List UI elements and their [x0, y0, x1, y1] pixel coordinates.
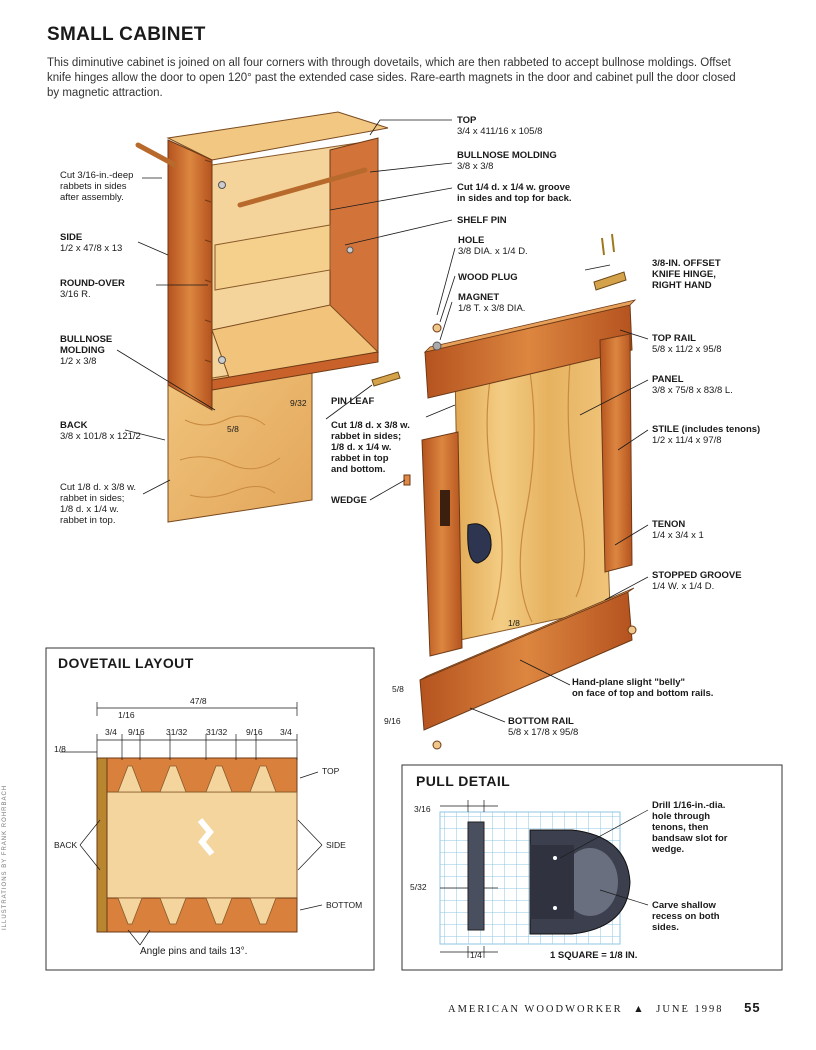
- label-drill: Drill 1/16-in.-dia. hole through tenons,…: [652, 800, 728, 855]
- dim-cabinet-58: 5/8: [227, 424, 239, 434]
- hinge-pin-leaf: [371, 371, 401, 387]
- angle-note: Angle pins and tails 13°.: [140, 946, 248, 957]
- dim-pull-316: 3/16: [414, 804, 431, 814]
- pull-detail-box: [401, 764, 783, 971]
- dim-door-916: 9/16: [384, 716, 401, 726]
- label-bullnose-top: BULLNOSE MOLDING 3/8 x 3/8: [457, 150, 557, 172]
- dim-pull-532: 5/32: [410, 882, 427, 892]
- footer-page: 55: [744, 1000, 761, 1015]
- label-dovetail-side: SIDE: [326, 840, 346, 850]
- label-roundover: ROUND-OVER 3/16 R.: [60, 278, 125, 300]
- dim-5: 9/16: [246, 727, 263, 737]
- label-tenon: TENON 1/4 x 3/4 x 1: [652, 519, 704, 541]
- label-dovetail-back: BACK: [54, 840, 78, 850]
- cabinet-shelf: [214, 224, 331, 291]
- label-panel: PANEL 3/8 x 75/8 x 83/8 L.: [652, 374, 733, 396]
- intro-paragraph: This diminutive cabinet is joined on all…: [47, 57, 736, 99]
- label-magnet: MAGNET 1/8 T. x 3/8 DIA.: [458, 292, 526, 314]
- footer-magazine: AMERICAN WOODWORKER: [448, 1004, 623, 1015]
- label-carve: Carve shallow recess on both sides.: [652, 900, 720, 933]
- door-right-stile: [599, 333, 633, 573]
- label-dovetail-bottom: BOTTOM: [326, 900, 363, 910]
- label-door-rabbet: Cut 1/8 d. x 3/8 w. rabbet in sides; 1/8…: [331, 420, 410, 475]
- dim-cabinet-932: 9/32: [290, 398, 307, 408]
- page-title: SMALL CABINET: [47, 24, 206, 45]
- illustration-credit: ILLUSTRATIONS BY FRANK ROHRBACH: [2, 784, 8, 930]
- door-pull: [467, 523, 492, 564]
- label-stopped-groove: STOPPED GROOVE 1/4 W. x 1/4 D.: [652, 570, 742, 592]
- cabinet-left-side: [167, 139, 213, 411]
- label-stile: STILE (includes tenons) 1/2 x 11/4 x 97/…: [652, 424, 761, 446]
- label-top-rail: TOP RAIL 5/8 x 11/2 x 95/8: [652, 333, 722, 355]
- dim-2: 9/16: [128, 727, 145, 737]
- label-dovetail-top: TOP: [322, 766, 340, 776]
- dim-overall: 47/8: [190, 696, 207, 706]
- label-hinge: 3/8-IN. OFFSET KNIFE HINGE, RIGHT HAND: [652, 258, 721, 291]
- dim-3: 31/32: [166, 727, 188, 737]
- label-back: BACK 3/8 x 101/8 x 121/2: [60, 420, 141, 442]
- dim-116: 1/16: [118, 710, 135, 720]
- label-shelf-pin: SHELF PIN: [457, 215, 507, 226]
- label-wedge: WEDGE: [331, 495, 367, 506]
- bullnose-molding: [237, 167, 368, 208]
- label-side: SIDE 1/2 x 47/8 x 13: [60, 232, 123, 254]
- dim-door-18: 1/8: [508, 618, 520, 628]
- dim-door-58: 5/8: [392, 684, 404, 694]
- label-bullnose-left: BULLNOSE MOLDING 1/2 x 3/8: [60, 334, 113, 367]
- dovetail-layout-box: [45, 647, 375, 971]
- leader-lines: [116, 119, 649, 723]
- label-back-cut: Cut 1/8 d. x 3/8 w. rabbet in sides; 1/8…: [60, 482, 137, 526]
- dim-6: 3/4: [280, 727, 292, 737]
- door-illustration: [371, 233, 637, 750]
- dim-left: 1/8: [54, 744, 66, 754]
- dovetail-title: DOVETAIL LAYOUT: [58, 655, 194, 671]
- label-belly: Hand-plane slight "belly" on face of top…: [572, 677, 714, 699]
- door-left-stile: [421, 431, 463, 657]
- hinge-upper: [593, 271, 627, 291]
- cabinet-top: [166, 111, 389, 161]
- pull-title: PULL DETAIL: [416, 773, 511, 789]
- label-rabbet-cut: Cut 3/16-in.-deep rabbets in sides after…: [60, 170, 134, 203]
- label-wood-plug: WOOD PLUG: [458, 272, 518, 283]
- footer-issue: JUNE 1998: [656, 1004, 724, 1015]
- footer: AMERICAN WOODWORKER ▲ JUNE 1998 55: [448, 1000, 761, 1015]
- cabinet-illustration: [135, 111, 389, 523]
- label-hole: HOLE 3/8 DIA. x 1/4 D.: [458, 235, 528, 257]
- label-pin-leaf: PIN LEAF: [331, 396, 375, 407]
- label-scale: 1 SQUARE = 1/8 IN.: [550, 950, 638, 961]
- label-top: TOP 3/4 x 411/16 x 105/8: [457, 115, 543, 137]
- dim-4: 31/32: [206, 727, 228, 737]
- label-groove: Cut 1/4 d. x 1/4 w. groove in sides and …: [457, 182, 572, 204]
- dim-pull-14: 1/4: [470, 950, 482, 960]
- label-bottom-rail: BOTTOM RAIL 5/8 x 17/8 x 95/8: [508, 716, 579, 738]
- dim-1: 3/4: [105, 727, 117, 737]
